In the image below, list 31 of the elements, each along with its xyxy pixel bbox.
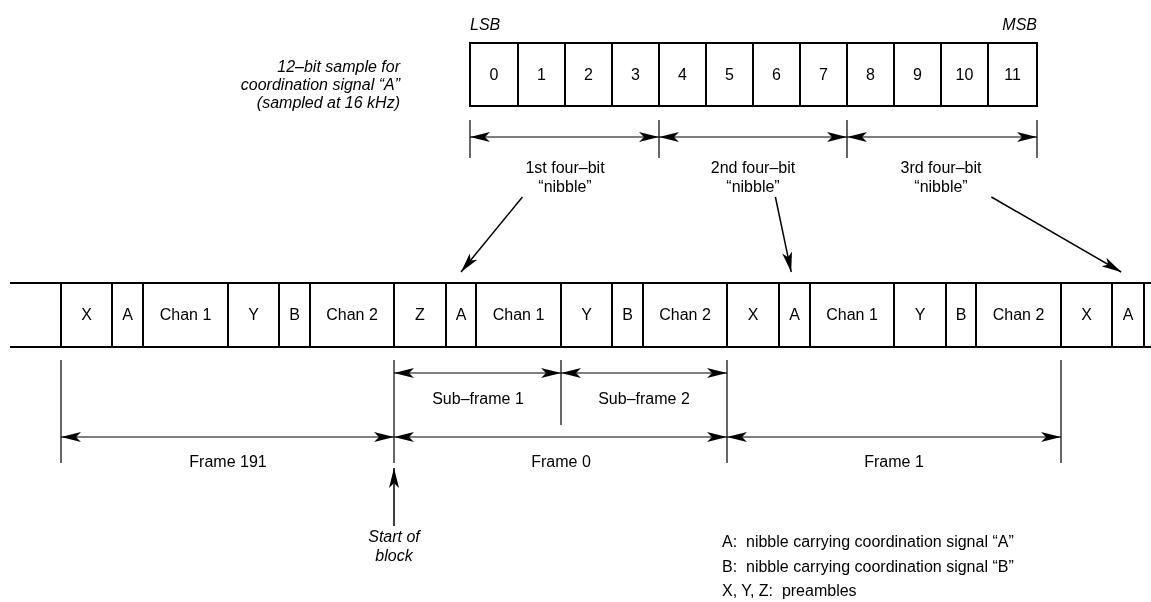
bit-cell: 9 <box>893 42 942 107</box>
bit-cell: 5 <box>705 42 754 107</box>
bit-cell: 3 <box>611 42 660 107</box>
annotation-text: Start of block <box>349 526 439 566</box>
arrow <box>990 196 1122 273</box>
dimension-label: Frame 1 <box>863 453 925 471</box>
dimension-label: Sub–frame 1 <box>431 390 525 408</box>
caption-text: 12–bit sample for coordination signal “A” (sampled at 16 kHz) <box>239 58 400 112</box>
bit-cell: 0 <box>469 42 519 107</box>
annotation-text: 2nd four–bit “nibble” <box>697 157 809 197</box>
bit-cell: 2 <box>564 42 613 107</box>
bit-cell: 1 <box>517 42 566 107</box>
bit-cell: 6 <box>752 42 801 107</box>
annotation-text: 3rd four–bit “nibble” <box>885 157 997 197</box>
note-text: B: nibble carrying coordination signal “B” <box>722 558 1014 576</box>
bit-cell: 8 <box>846 42 895 107</box>
note-text: X, Y, Z: preambles <box>722 582 857 600</box>
arrow <box>460 196 524 273</box>
bit-cell: 7 <box>799 42 848 107</box>
bit-cell: 4 <box>658 42 707 107</box>
dimension-label: Frame 0 <box>530 453 592 471</box>
bit-order-label: LSB <box>470 16 501 34</box>
bit-cell: 10 <box>940 42 989 107</box>
bit-cell: 11 <box>987 42 1038 107</box>
arrow <box>389 467 399 527</box>
bit-order-label: MSB <box>1001 16 1037 34</box>
annotation-text: 1st four–bit “nibble” <box>509 157 621 197</box>
arrow <box>774 196 792 273</box>
dimension-label: Frame 191 <box>188 453 268 471</box>
dimension-label: Sub–frame 2 <box>597 390 691 408</box>
note-text: A: nibble carrying coordination signal “A” <box>722 533 1014 551</box>
